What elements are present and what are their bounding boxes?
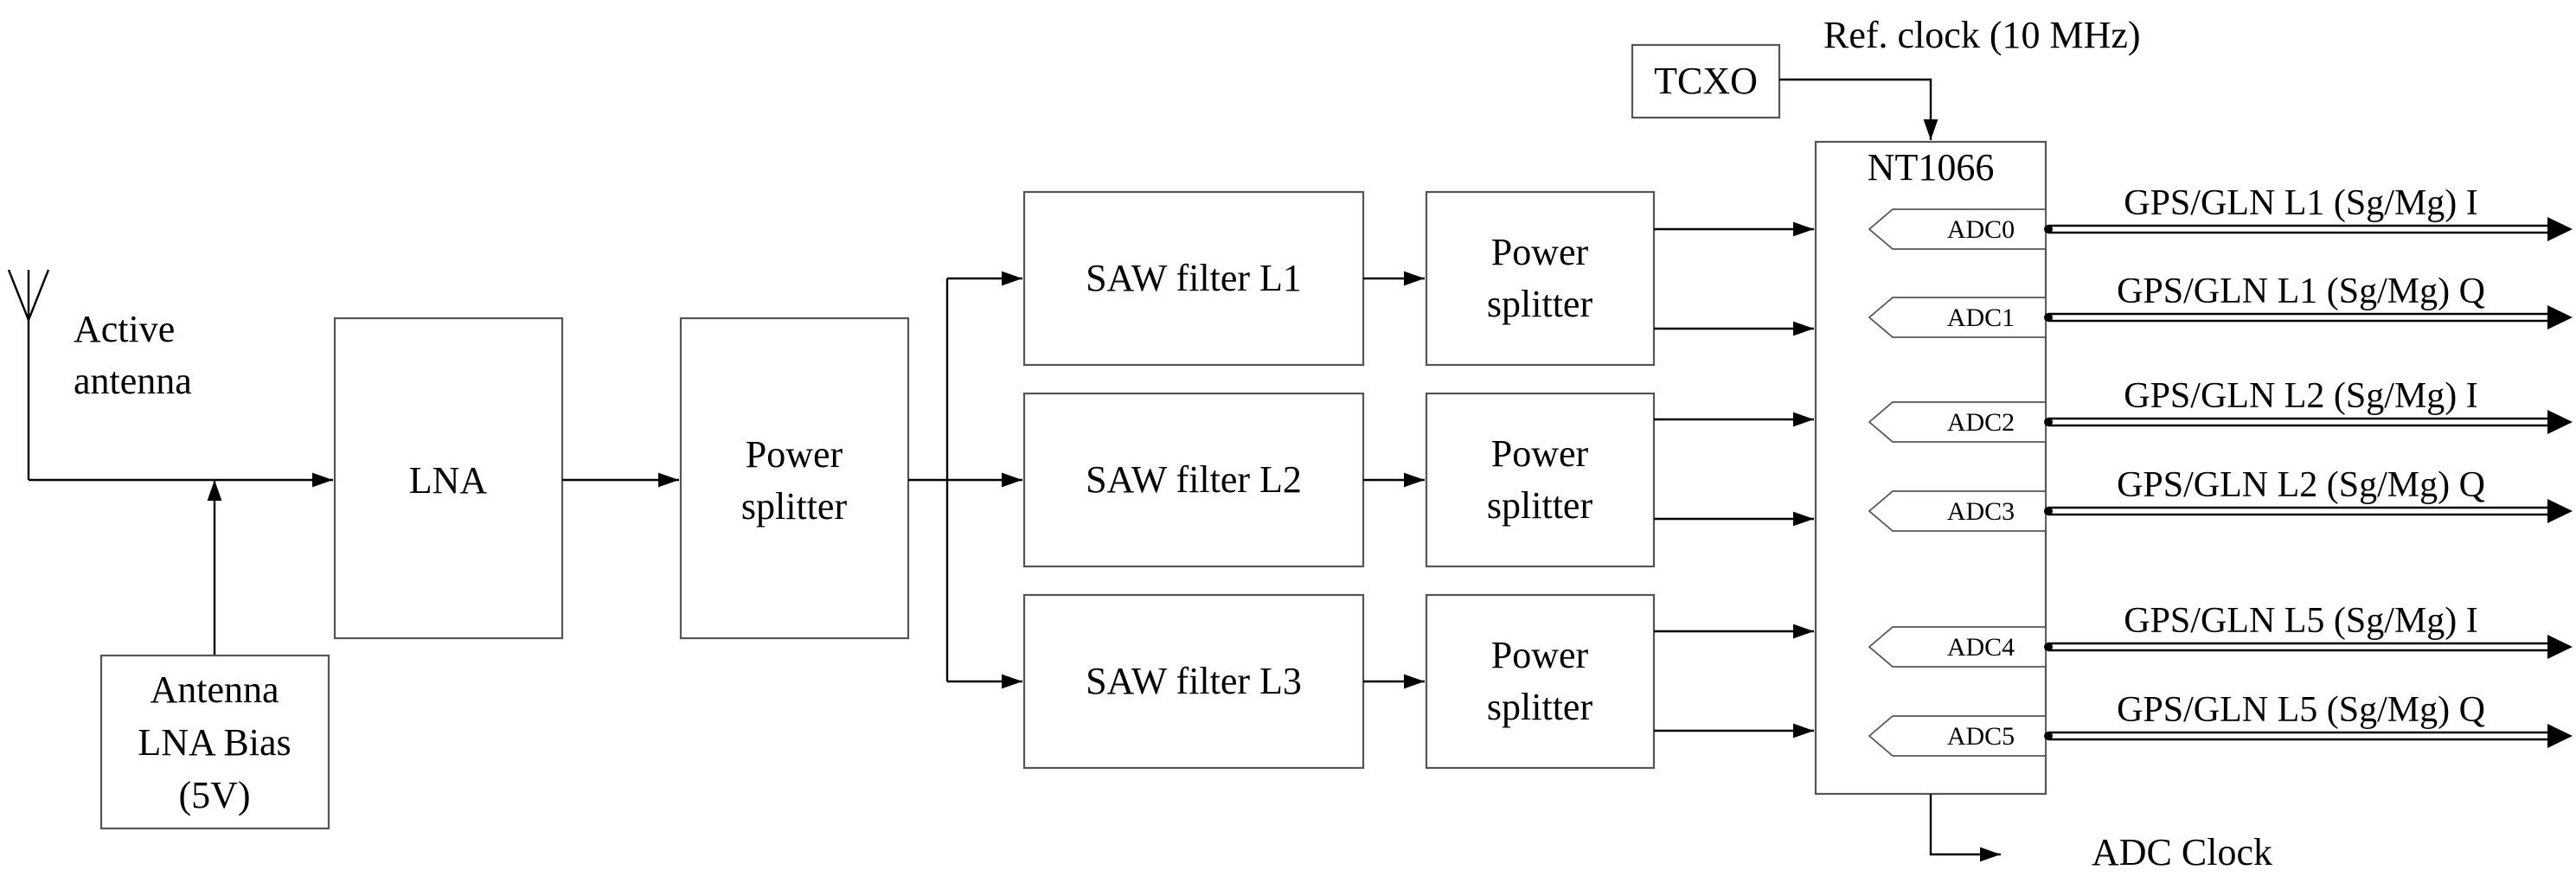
power-splitter-3-block: Power splitter: [1425, 593, 1656, 770]
power-splitter-1-block: Power splitter: [1425, 190, 1656, 367]
adc-4-label: ADC4: [1947, 633, 2015, 662]
ref-clock-wire: [1779, 78, 1938, 140]
bias-label-line3: (5V): [178, 774, 250, 816]
antenna-icon: [7, 269, 50, 441]
adc-4-pin: [2044, 643, 2053, 651]
saw-filter-l3-block: SAW filter L3: [1022, 593, 1365, 770]
power-splitter-2-block: Power splitter: [1425, 392, 1656, 568]
adc-2-output-label: GPS/GLN L2 (Sg/Mg) I: [2124, 376, 2478, 416]
lna-block: LNA: [333, 317, 564, 640]
ref-clock-label: Ref. clock (10 MHz): [1823, 14, 2141, 56]
adc-1-output-label: GPS/GLN L1 (Sg/Mg) Q: [2117, 272, 2485, 311]
saw-filter-l1-label: SAW filter L1: [1086, 257, 1302, 299]
saw-filter-l2-label: SAW filter L2: [1086, 458, 1302, 501]
splitter-2-label-line1: Power: [1491, 432, 1589, 475]
main-splitter-label-line2: splitter: [741, 485, 848, 528]
adc-2-pin: [2044, 418, 2053, 426]
lna-label: LNA: [409, 459, 488, 502]
adc-5-label: ADC5: [1947, 722, 2015, 751]
adc-2-arrow-icon: [2547, 410, 2573, 434]
splitter-3-label-line1: Power: [1491, 634, 1589, 676]
adc-1-pin: [2044, 313, 2053, 322]
tcxo-block: TCXO: [1631, 43, 1781, 119]
nt1066-chip: NT1066: [1814, 140, 2047, 796]
main-power-splitter-block: Power splitter: [679, 317, 910, 640]
splitter-3-label-line2: splitter: [1487, 686, 1593, 728]
saw-filter-l2-block: SAW filter L2: [1022, 392, 1365, 568]
saw-filter-l1-block: SAW filter L1: [1022, 190, 1365, 367]
adc-3-pin: [2044, 507, 2053, 515]
adc-2-label: ADC2: [1947, 408, 2015, 437]
bias-label-line1: Antenna: [150, 668, 279, 711]
splitter-1-label-line2: splitter: [1487, 283, 1593, 325]
adc-5-arrow-icon: [2547, 724, 2573, 748]
adc-clock-label: ADC Clock: [2092, 831, 2272, 873]
bias-label-line2: LNA Bias: [138, 721, 291, 764]
adc-5-pin: [2044, 732, 2053, 740]
adc-0-arrow-icon: [2547, 217, 2573, 241]
tcxo-label: TCXO: [1654, 60, 1758, 102]
chip-label: NT1066: [1868, 146, 1995, 189]
adc-3-label: ADC3: [1947, 497, 2015, 526]
adc-3-output-label: GPS/GLN L2 (Sg/Mg) Q: [2117, 465, 2485, 505]
adc-clock-wire: [1929, 794, 2001, 862]
adc-4-arrow-icon: [2547, 635, 2573, 659]
saw-filter-l3-label: SAW filter L3: [1086, 660, 1302, 702]
adc-4-output-label: GPS/GLN L5 (Sg/Mg) I: [2124, 601, 2478, 641]
adc-5-output-label: GPS/GLN L5 (Sg/Mg) Q: [2117, 690, 2485, 730]
antenna-label-line2: antenna: [74, 360, 192, 402]
adc-3-arrow-icon: [2547, 499, 2573, 523]
splitter-1-label-line1: Power: [1491, 231, 1589, 273]
splitter-2-label-line2: splitter: [1487, 484, 1593, 527]
bias-block: Antenna LNA Bias (5V): [99, 654, 330, 830]
antenna-label-line1: Active: [74, 308, 175, 350]
adc-0-label: ADC0: [1947, 215, 2015, 244]
main-splitter-label-line1: Power: [746, 433, 843, 476]
adc-0-output-label: GPS/GLN L1 (Sg/Mg) I: [2124, 183, 2478, 223]
adc-outputs: ADC0 GPS/GLN L1 (Sg/Mg) I ADC1 GPS/GLN L1 (…: [1868, 183, 2573, 757]
adc-0-pin: [2044, 225, 2053, 233]
adc-1-label: ADC1: [1947, 304, 2015, 332]
adc-1-arrow-icon: [2547, 305, 2573, 329]
